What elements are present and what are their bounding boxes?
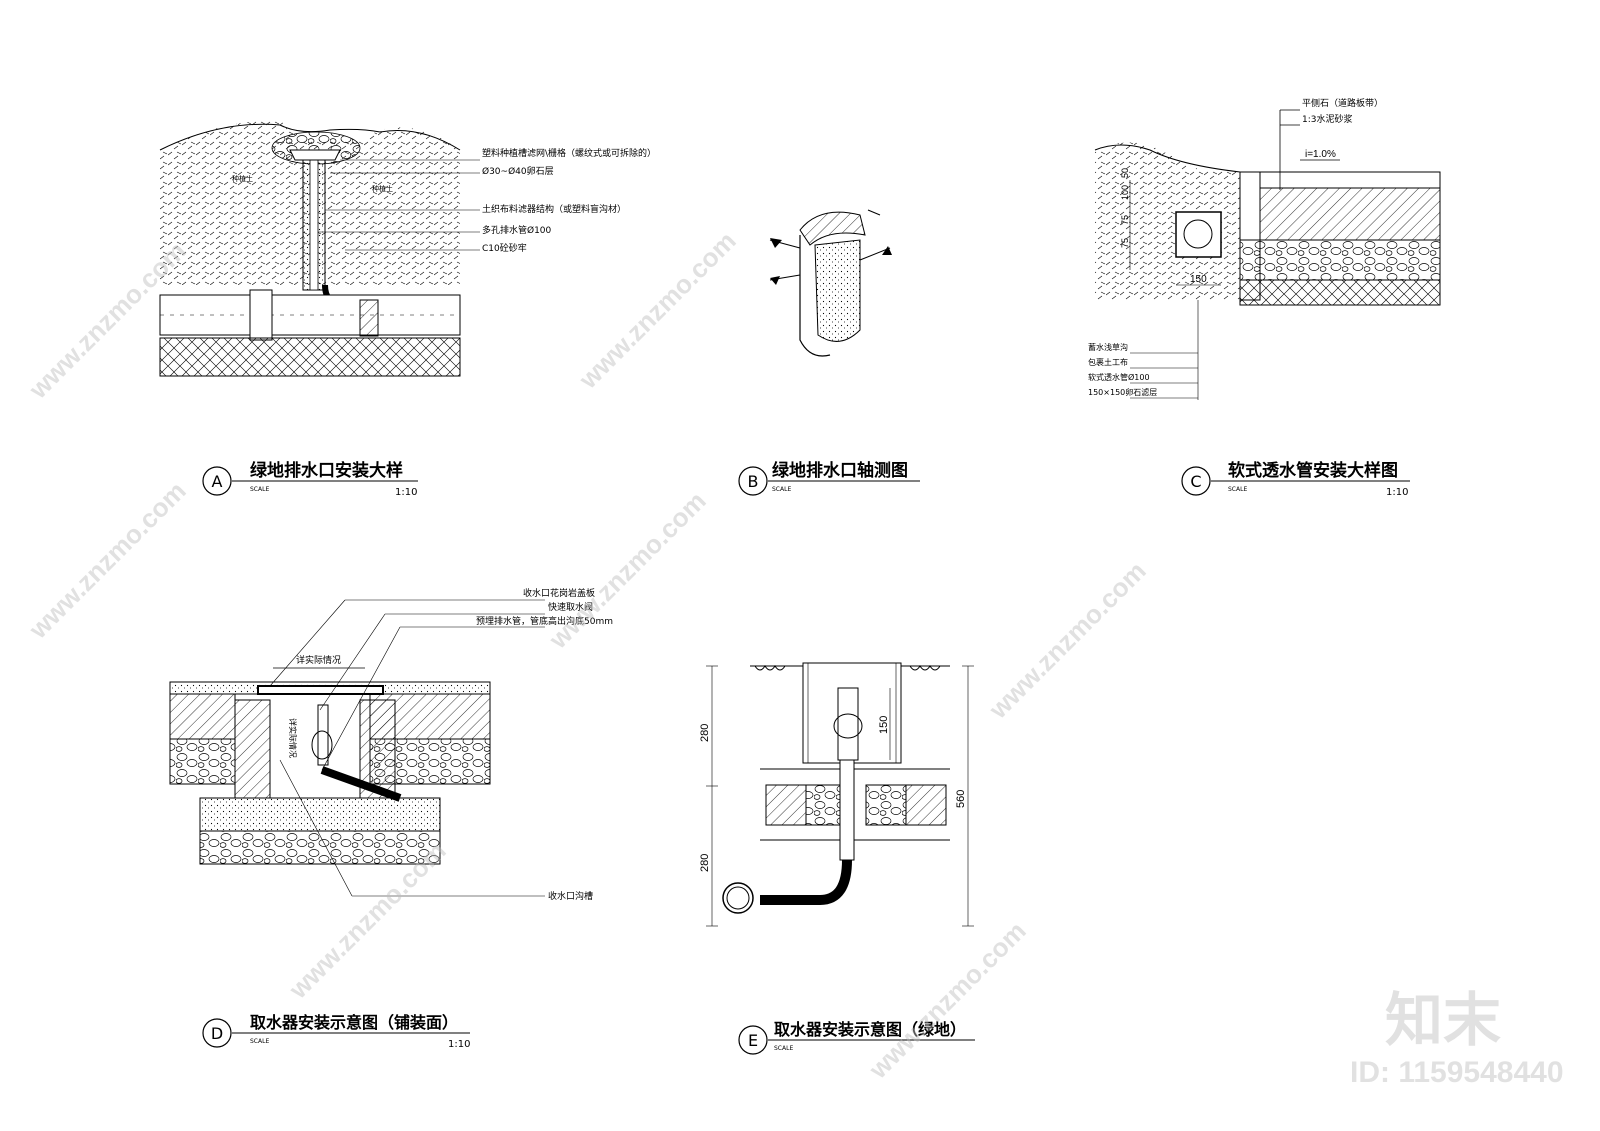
- detail-c-dim-h: 150: [1190, 274, 1207, 285]
- watermark-id: ID: 1159548440: [1350, 1056, 1564, 1089]
- detail-c-scale-word: SCALE: [1228, 486, 1247, 493]
- detail-a-ground-label-2: 种植土: [372, 184, 393, 193]
- detail-d-note-side: 详实际情况: [288, 718, 298, 758]
- detail-c-bottom-label-3: 软式透水管Ø100: [1088, 372, 1150, 382]
- detail-e-dim-4: 150: [878, 716, 890, 734]
- detail-e-title-block: [738, 1025, 975, 1055]
- detail-d-scale: 1:10: [448, 1039, 470, 1050]
- detail-c-bottom-label-2: 包裹土工布: [1088, 357, 1128, 367]
- detail-c-slope: i=1.0%: [1305, 149, 1336, 160]
- detail-c-top-label-1: 平侧石（道路板带）: [1302, 97, 1383, 109]
- detail-d-label-bottom: 收水口沟槽: [548, 890, 593, 902]
- detail-b-scale-word: SCALE: [772, 486, 791, 493]
- detail-c-bottom-label-4: 150×150卵石滤层: [1088, 387, 1157, 397]
- detail-a-scale: 1:10: [395, 487, 417, 498]
- detail-a-label-1: 塑料种植槽滤网\栅格（螺纹式或可拆除的）: [482, 147, 656, 159]
- detail-c-bottom-label-1: 蓄水浅草沟: [1088, 342, 1128, 352]
- detail-c-top-label-2: 1:3水泥砂浆: [1302, 113, 1353, 125]
- detail-e-dim-1: 280: [699, 724, 711, 742]
- detail-d-label-2: 快速取水阀: [548, 601, 593, 613]
- detail-e-dim-3: 560: [955, 790, 967, 808]
- detail-d-label-3: 预埋排水管，管底高出沟底50mm: [476, 615, 613, 627]
- watermark-text-5: www.znzmo.com: [982, 556, 1151, 725]
- watermark-text-7: www.znzmo.com: [862, 916, 1031, 1085]
- detail-a-scale-word: SCALE: [250, 486, 269, 493]
- watermark-text-2: www.znzmo.com: [572, 226, 741, 395]
- detail-b-title: 绿地排水口轴测图: [772, 460, 908, 481]
- detail-d-title: 取水器安装示意图（铺装面）: [250, 1013, 458, 1032]
- detail-a-title-block: [202, 466, 418, 496]
- detail-e-scale-word: SCALE: [774, 1045, 793, 1052]
- detail-d-note-top: 详实际情况: [296, 654, 341, 666]
- detail-d-scale-word: SCALE: [250, 1038, 269, 1045]
- detail-c-scale: 1:10: [1386, 487, 1408, 498]
- detail-a-title: 绿地排水口安装大样: [250, 460, 403, 481]
- detail-c-title-block: [1181, 466, 1410, 496]
- detail-d-letter: D: [211, 1024, 223, 1043]
- detail-e-letter: E: [748, 1031, 758, 1050]
- watermark-logo: 知末: [1385, 988, 1501, 1053]
- detail-d-drawing: [169, 599, 545, 897]
- detail-c-dim-v-3: 75: [1120, 215, 1130, 225]
- detail-a-ground-label-1: 种植土: [232, 174, 253, 183]
- detail-a-drawing: [159, 120, 480, 377]
- detail-e-drawing: [706, 662, 974, 927]
- detail-c-title: 软式透水管安装大样图: [1228, 460, 1398, 481]
- detail-a-letter: A: [212, 472, 223, 491]
- watermark-text-3: www.znzmo.com: [22, 476, 191, 645]
- detail-a-label-3: 土织布料滤器结构（或塑料盲沟材）: [482, 203, 626, 215]
- detail-c-letter: C: [1190, 472, 1201, 491]
- detail-b-title-block: [738, 466, 920, 496]
- detail-a-label-2: Ø30~Ø40卵石层: [482, 166, 554, 177]
- detail-d-title-block: [202, 1018, 470, 1048]
- detail-d-label-1: 收水口花岗岩盖板: [523, 587, 595, 599]
- detail-a-label-4: 多孔排水管Ø100: [482, 224, 552, 236]
- detail-a-label-5: C10砼砂牢: [482, 242, 527, 254]
- detail-b-drawing: [769, 209, 892, 357]
- detail-e-title: 取水器安装示意图（绿地）: [774, 1020, 966, 1039]
- detail-c-dim-v-2: 100: [1120, 185, 1130, 200]
- detail-c-dim-v-1: 50: [1120, 168, 1130, 178]
- detail-e-dim-2: 280: [699, 854, 711, 872]
- detail-b-letter: B: [748, 472, 759, 491]
- detail-c-dim-v-4: 75: [1120, 238, 1130, 248]
- watermark-text-4: www.znzmo.com: [542, 486, 711, 655]
- detail-c-drawing: [1094, 109, 1441, 400]
